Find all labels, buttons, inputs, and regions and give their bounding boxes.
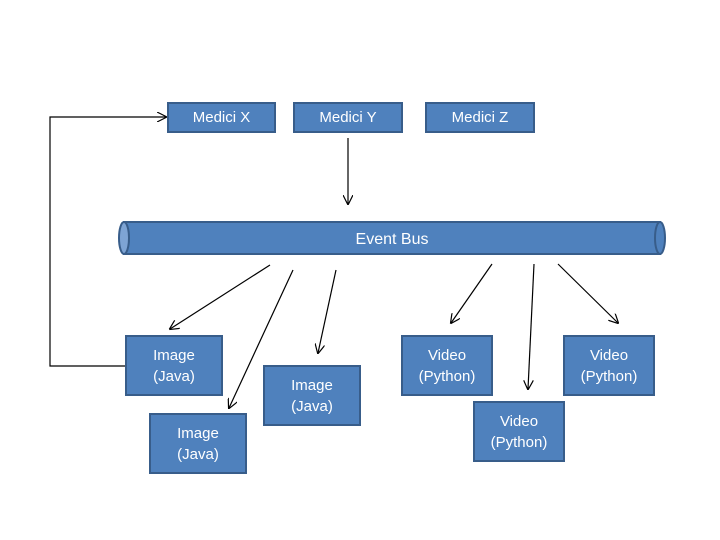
worker-6-line2: (Python) — [580, 367, 638, 385]
worker-3-line1: Image — [291, 376, 333, 394]
medici-x-node: Medici X — [167, 102, 276, 133]
worker-1-line2: (Java) — [153, 367, 195, 385]
worker-2-line1: Image — [177, 424, 219, 442]
video-python-worker-2: Video (Python) — [473, 401, 565, 462]
event-bus-label: Event Bus — [355, 231, 429, 248]
bus-to-image-1-arrow — [170, 264, 271, 329]
medici-y-label: Medici Y — [319, 109, 377, 126]
event-bus-cylinder — [118, 221, 666, 255]
medici-z-node: Medici Z — [425, 102, 535, 133]
worker-1-line1: Image — [153, 346, 195, 364]
bus-to-video-1-arrow — [451, 263, 493, 323]
medici-y-node: Medici Y — [293, 102, 403, 133]
video-python-worker-1: Video (Python) — [401, 335, 493, 396]
bus-to-image-3-arrow — [318, 269, 337, 353]
medici-z-label: Medici Z — [451, 109, 509, 126]
bus-to-image-2-arrow — [229, 269, 294, 408]
worker-3-line2: (Java) — [291, 397, 333, 415]
worker-5-line2: (Python) — [490, 433, 548, 451]
bus-to-video-3-arrow — [557, 263, 618, 323]
worker-4-line2: (Python) — [418, 367, 476, 385]
worker-5-line1: Video — [499, 412, 539, 430]
worker-4-line1: Video — [427, 346, 467, 364]
medici-x-label: Medici X — [192, 109, 251, 126]
feedback-connector — [49, 117, 166, 367]
image-java-worker-1: Image (Java) — [125, 335, 223, 396]
worker-2-line2: (Java) — [177, 445, 219, 463]
image-java-worker-3: Image (Java) — [263, 365, 361, 426]
image-java-worker-2: Image (Java) — [149, 413, 247, 474]
bus-to-video-2-arrow — [528, 263, 535, 389]
video-python-worker-3: Video (Python) — [563, 335, 655, 396]
worker-6-line1: Video — [589, 346, 629, 364]
